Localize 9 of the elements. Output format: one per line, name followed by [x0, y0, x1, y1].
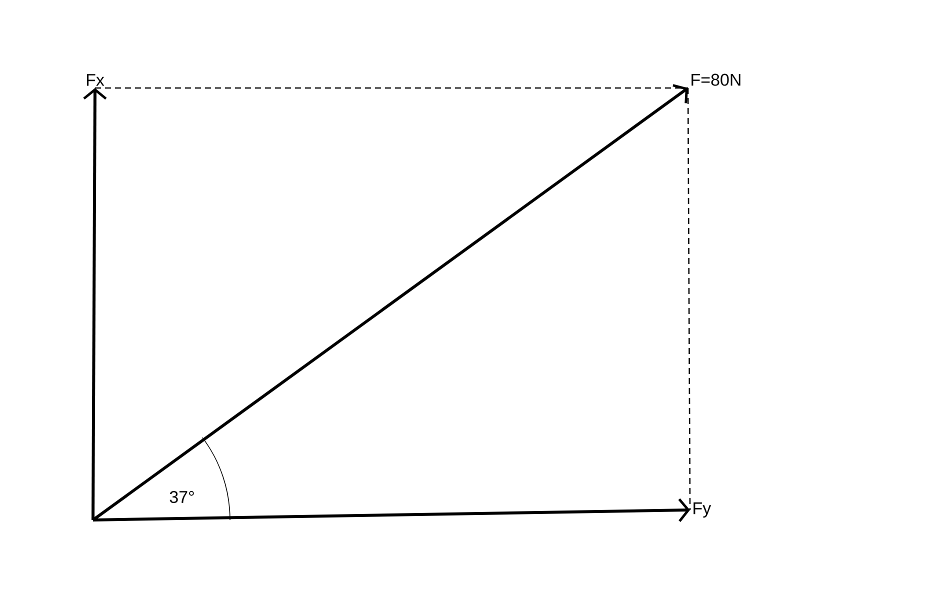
force-label: Fy	[694, 502, 712, 518]
force-arrow	[92, 498, 690, 522]
force-arrow	[92, 84, 688, 522]
force-label: F=80N	[692, 74, 740, 86]
dashed-line	[95, 87, 688, 89]
dashed-line	[687, 88, 691, 510]
force-arrow	[83, 88, 107, 520]
angle-label: 37°	[170, 490, 194, 504]
force-label: Fx	[86, 74, 104, 86]
